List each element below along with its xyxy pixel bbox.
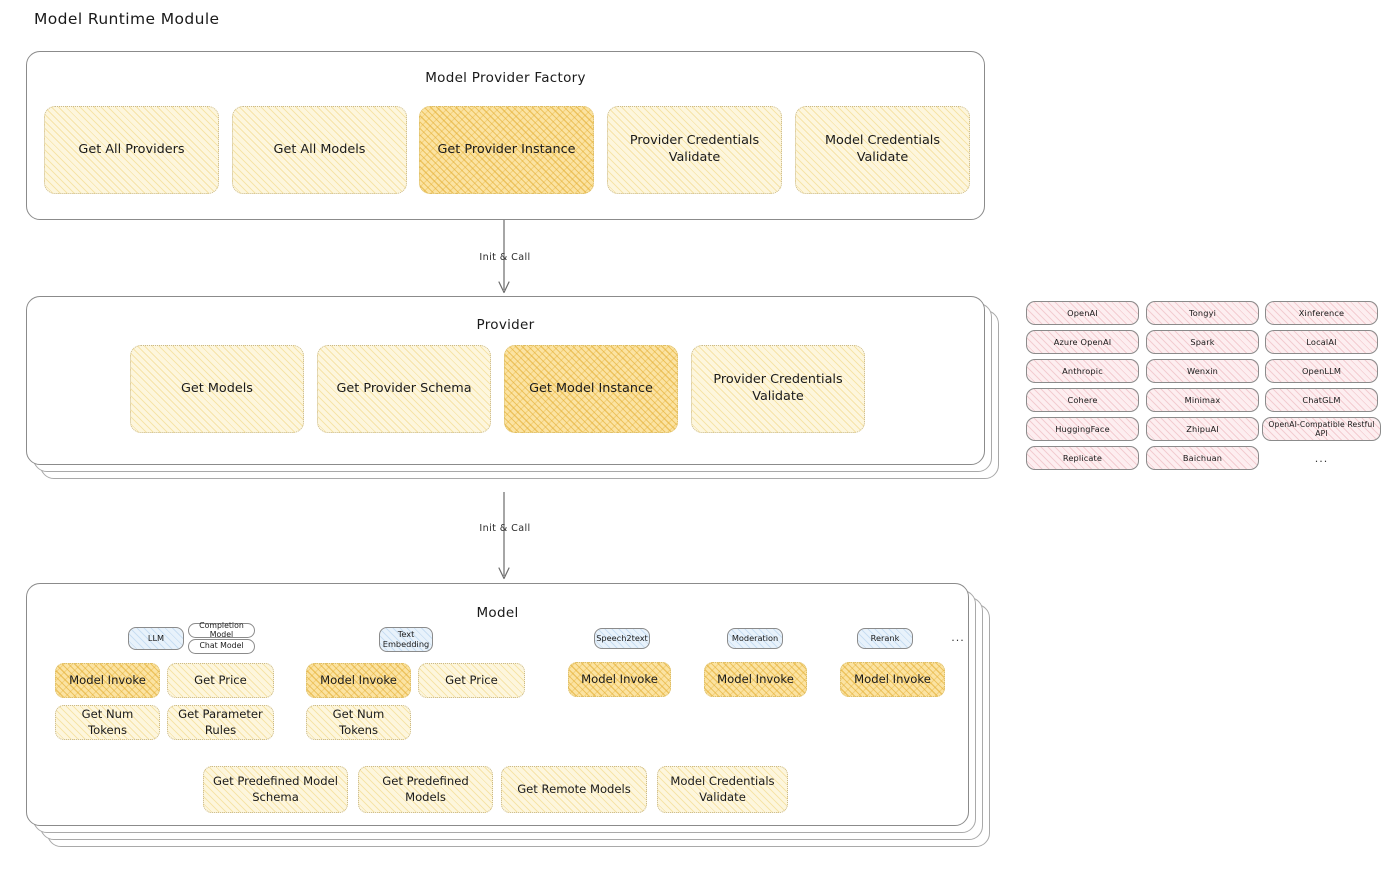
node-provider-credentials-validate[interactable]: Provider Credentials Validate — [607, 106, 782, 194]
node-llm-model-invoke[interactable]: Model Invoke — [55, 663, 160, 698]
node-get-predefined-model-schema[interactable]: Get Predefined Model Schema — [203, 766, 348, 813]
model-type-pill-llm[interactable]: LLM — [128, 627, 184, 650]
node-rerank-model-invoke[interactable]: Model Invoke — [840, 662, 945, 697]
node-get-all-models[interactable]: Get All Models — [232, 106, 407, 194]
provider-pill-zhipuai[interactable]: ZhipuAI — [1146, 417, 1259, 441]
arrow2-label: Init & Call — [479, 523, 531, 534]
node-get-predefined-models[interactable]: Get Predefined Models — [358, 766, 493, 813]
node-model-credentials-validate[interactable]: Model Credentials Validate — [795, 106, 970, 194]
node-get-provider-schema[interactable]: Get Provider Schema — [317, 345, 491, 433]
node-text-embedding-get-num-tokens[interactable]: Get Num Tokens — [306, 705, 411, 740]
model-subtype-pill-chat-model[interactable]: Chat Model — [188, 639, 255, 654]
model-subtype-pill-completion-model[interactable]: Completion Model — [188, 621, 255, 638]
provider-pill-chatglm[interactable]: ChatGLM — [1265, 388, 1378, 412]
node-get-remote-models[interactable]: Get Remote Models — [501, 766, 647, 813]
arrow1-label: Init & Call — [479, 252, 531, 263]
provider-pill-openllm[interactable]: OpenLLM — [1265, 359, 1378, 383]
provider-pill-baichuan[interactable]: Baichuan — [1146, 446, 1259, 470]
node-moderation-model-invoke[interactable]: Model Invoke — [704, 662, 807, 697]
node-llm-get-price[interactable]: Get Price — [167, 663, 274, 698]
model-types-more-ellipsis: ... — [951, 631, 965, 644]
node-model-credentials-validate-2[interactable]: Model Credentials Validate — [657, 766, 788, 813]
node-text-embedding-get-price[interactable]: Get Price — [418, 663, 525, 698]
arrow-provider-to-model — [498, 492, 510, 580]
node-get-model-instance[interactable]: Get Model Instance — [504, 345, 678, 433]
provider-title: Provider — [476, 317, 535, 333]
model-provider-factory-title: Model Provider Factory — [425, 70, 586, 86]
provider-pill-spark[interactable]: Spark — [1146, 330, 1259, 354]
node-speech2text-model-invoke[interactable]: Model Invoke — [568, 662, 671, 697]
node-text-embedding-model-invoke[interactable]: Model Invoke — [306, 663, 411, 698]
provider-pill-anthropic[interactable]: Anthropic — [1026, 359, 1139, 383]
provider-pill-tongyi[interactable]: Tongyi — [1146, 301, 1259, 325]
provider-list-more-ellipsis: ... — [1314, 452, 1329, 465]
provider-pill-replicate[interactable]: Replicate — [1026, 446, 1139, 470]
model-type-pill-rerank[interactable]: Rerank — [857, 628, 913, 649]
provider-pill-huggingface[interactable]: HuggingFace — [1026, 417, 1139, 441]
model-title: Model — [476, 605, 519, 621]
provider-pill-minimax[interactable]: Minimax — [1146, 388, 1259, 412]
node-llm-get-num-tokens[interactable]: Get Num Tokens — [55, 705, 160, 740]
provider-pill-xinference[interactable]: Xinference — [1265, 301, 1378, 325]
model-type-pill-speech2text[interactable]: Speech2text — [594, 628, 650, 649]
model-type-pill-moderation[interactable]: Moderation — [727, 628, 783, 649]
node-get-models[interactable]: Get Models — [130, 345, 304, 433]
node-get-provider-instance[interactable]: Get Provider Instance — [419, 106, 594, 194]
model-type-pill-text-embedding[interactable]: Text Embedding — [379, 627, 433, 652]
provider-pill-openai[interactable]: OpenAI — [1026, 301, 1139, 325]
provider-pill-openai-compatible-restful-api[interactable]: OpenAI-Compatible Restful API — [1262, 417, 1381, 441]
node-get-all-providers[interactable]: Get All Providers — [44, 106, 219, 194]
provider-pill-cohere[interactable]: Cohere — [1026, 388, 1139, 412]
model-card: Model — [26, 583, 969, 826]
provider-pill-azure-openai[interactable]: Azure OpenAI — [1026, 330, 1139, 354]
arrow-factory-to-provider — [498, 220, 510, 294]
provider-pill-wenxin[interactable]: Wenxin — [1146, 359, 1259, 383]
page-title: Model Runtime Module — [34, 10, 220, 28]
node-provider-credentials-validate-2[interactable]: Provider Credentials Validate — [691, 345, 865, 433]
provider-pill-localai[interactable]: LocalAI — [1265, 330, 1378, 354]
node-llm-get-parameter-rules[interactable]: Get Parameter Rules — [167, 705, 274, 740]
